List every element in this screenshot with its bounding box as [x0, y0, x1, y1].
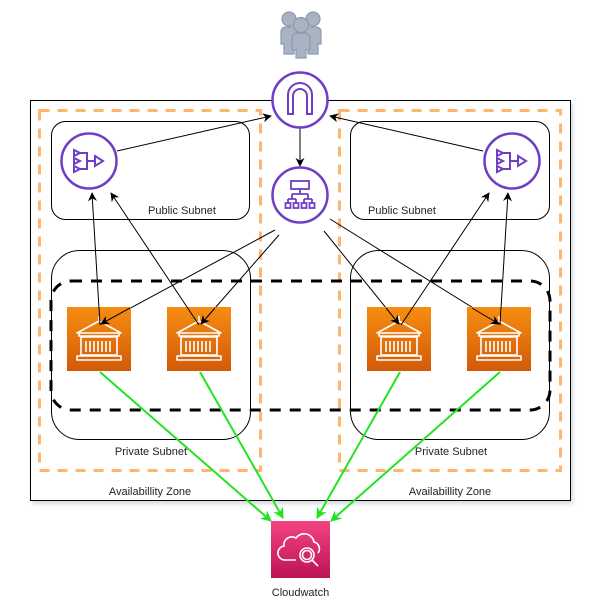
availability-zone-right	[338, 109, 562, 472]
users-icon	[280, 11, 322, 59]
application-load-balancer-icon[interactable]	[271, 166, 329, 224]
edge-tip-elb-instance-3	[385, 307, 400, 325]
availability-zone-left-label: Availabillity Zone	[109, 486, 191, 498]
private-subnet-left-label: Private Subnet	[115, 446, 187, 458]
edge-tip-elb-instance-2	[200, 307, 216, 325]
edge-tip-elb-instance-4	[471, 307, 500, 325]
edge-elb-to-instance-4	[329, 218, 500, 325]
internet-gateway-icon[interactable]	[271, 71, 329, 129]
ec2-instance-4-icon[interactable]	[467, 307, 531, 371]
public-subnet-right-label: Public Subnet	[368, 205, 436, 217]
availability-zone-left	[38, 109, 262, 472]
cloudwatch-label: Cloudwatch	[272, 587, 329, 599]
edge-instance-4-to-cloudwatch	[330, 371, 501, 522]
edge-instance-2-to-cloudwatch	[199, 371, 284, 519]
edge-nat-right-to-igw	[329, 113, 484, 152]
public-subnet-left	[51, 121, 250, 220]
edge-instance-1-to-nat-left	[87, 192, 101, 326]
edge-tail-instance-2	[186, 306, 200, 326]
availability-zone-right-label: Availabillity Zone	[409, 486, 491, 498]
edge-instance-1-to-cloudwatch	[99, 371, 272, 522]
edge-nat-left-to-igw	[116, 113, 272, 152]
nat-gateway-right-icon[interactable]	[483, 132, 541, 190]
ec2-instance-3-icon[interactable]	[367, 307, 431, 371]
public-subnet-left-label: Public Subnet	[148, 205, 216, 217]
ec2-instance-2-icon[interactable]	[167, 307, 231, 371]
edge-tail-instance-1	[98, 306, 101, 326]
edge-tail-instance-4	[499, 306, 502, 326]
auto-scaling-group	[49, 279, 552, 412]
cloudwatch-icon[interactable]	[271, 521, 330, 578]
public-subnet-right	[350, 121, 550, 220]
private-subnet-right	[350, 250, 550, 440]
nat-gateway-left-icon[interactable]	[60, 132, 118, 190]
edge-tail-instance-3	[400, 306, 414, 326]
ec2-instance-1-icon[interactable]	[67, 307, 131, 371]
private-subnet-right-label: Private Subnet	[415, 446, 487, 458]
edge-instance-2-to-nat-left	[110, 192, 200, 326]
edge-instance-3-to-cloudwatch	[316, 371, 401, 519]
edge-instance-4-to-nat-right	[499, 192, 513, 326]
edge-instance-3-to-nat-right	[400, 192, 490, 326]
edge-tip-elb-instance-1	[100, 307, 131, 325]
